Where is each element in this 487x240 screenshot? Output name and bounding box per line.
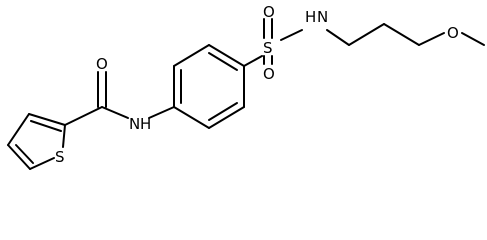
- bond-c3-o: [418, 32, 445, 46]
- amide-linker: [64, 71, 175, 126]
- bond-carbonyl-n: [101, 106, 129, 119]
- bond-benzene-5: [208, 106, 245, 129]
- atom-oxygen-carbonyl: O: [96, 55, 108, 73]
- bond-s-n: [280, 29, 303, 41]
- bond-benzene-5-inner: [208, 102, 238, 121]
- bond-benzene-s: [243, 55, 263, 67]
- methoxypropyl-chain: [326, 23, 485, 46]
- bond-thiophene-s-c2: [62, 124, 66, 148]
- bond-benzene-3-inner: [208, 52, 238, 71]
- atom-sulfur-thiophene: S: [55, 148, 65, 166]
- bond-thiophene-carbonyl: [64, 106, 103, 126]
- atom-nitrogen-amide: N: [129, 115, 140, 133]
- molecule-structure-diagram: O N H S S O O N H O: [7, 3, 485, 170]
- bond-thiophene-c3-c4: [7, 113, 30, 146]
- bond-c2-c3: [383, 23, 420, 46]
- bond-o-methyl: [461, 32, 485, 46]
- bond-c1-c2: [348, 23, 385, 46]
- atom-hydrogen-sulfonamide: H: [305, 8, 316, 26]
- atom-sulfur-sulfonyl: S: [263, 39, 273, 57]
- atom-oxygen-sulfonyl-top: O: [263, 3, 275, 21]
- benzene-ring: [173, 44, 245, 129]
- bond-thiophene-c5-s: [29, 157, 55, 170]
- atom-oxygen-sulfonyl-bottom: O: [263, 65, 275, 83]
- atom-oxygen-ether: O: [447, 24, 459, 42]
- bond-thiophene-c4-c5: [7, 144, 31, 170]
- bond-benzene-6: [173, 106, 210, 129]
- bond-benzene-3: [208, 44, 245, 67]
- bond-thiophene-c4-c5-inner: [15, 144, 34, 164]
- bond-n-c1: [326, 29, 350, 46]
- bond-thiophene-c2-c3: [28, 113, 66, 126]
- bond-n-phenyl: [148, 106, 175, 119]
- bond-thiophene-c2-c3-inner: [30, 120, 62, 132]
- atom-nitrogen-sulfonamide: N: [317, 8, 328, 26]
- thiophene-ring: [7, 113, 66, 170]
- sulfonyl-group: [243, 18, 303, 67]
- atom-hydrogen-amide: H: [140, 115, 151, 133]
- bond-benzene-2: [173, 44, 210, 67]
